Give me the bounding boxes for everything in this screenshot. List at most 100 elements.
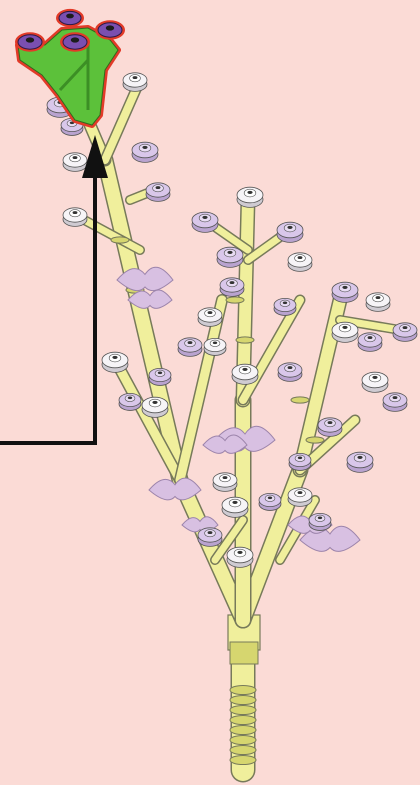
trunk-ridge: [230, 695, 256, 704]
highlight-flower-stud: [106, 25, 114, 30]
flower-30-stud: [328, 421, 333, 424]
flower-5-stud: [156, 186, 161, 189]
flower-27-stud: [152, 401, 157, 404]
flower-26-stud: [128, 396, 132, 399]
branch-ridge: [291, 397, 309, 403]
flower-39: [289, 453, 311, 470]
trunk-ridge: [230, 755, 256, 764]
flower-24: [278, 363, 302, 382]
trunk-connector-base: [230, 642, 258, 664]
flower-12-stud: [230, 281, 235, 284]
flower-17-stud: [188, 341, 193, 344]
trunk-ridge: [230, 685, 256, 694]
flower-37: [259, 493, 281, 510]
flower-37-stud: [268, 496, 272, 499]
flower-34: [288, 488, 312, 507]
flower-33-stud: [232, 501, 237, 504]
flower-28-stud: [372, 376, 377, 379]
highlight-flower-stud: [71, 37, 79, 42]
flower-35: [198, 528, 222, 547]
flower-29: [383, 393, 407, 412]
flower-14: [366, 293, 390, 312]
flower-23: [232, 364, 258, 384]
trunk-ridge: [230, 735, 256, 744]
flower-36: [227, 547, 253, 567]
branch-ridge: [111, 237, 129, 243]
flower-39-stud: [298, 456, 302, 459]
flower-7-stud: [202, 216, 207, 219]
flower-10-stud: [298, 256, 303, 259]
flower-4: [63, 153, 87, 172]
flower-23-stud: [242, 368, 247, 371]
flower-10: [288, 253, 312, 272]
highlight-flower-0: [15, 32, 45, 52]
flower-38-stud: [318, 516, 322, 519]
flower-22: [204, 338, 226, 355]
flower-9-stud: [287, 226, 292, 229]
trunk-ridge: [230, 745, 256, 754]
flower-16: [198, 308, 222, 327]
highlight-flower-1: [56, 9, 84, 27]
flower-15-stud: [283, 301, 287, 304]
flower-27: [142, 397, 168, 417]
flower-25: [149, 368, 171, 385]
flower-16-stud: [208, 311, 213, 314]
trunk-ridge: [230, 705, 256, 714]
branch-ridge: [226, 297, 244, 303]
flower-8-stud: [247, 191, 252, 194]
flower-31-stud: [357, 456, 362, 459]
highlight-flower-stud: [66, 14, 74, 19]
flower-30: [318, 418, 342, 437]
flower-5: [146, 183, 170, 202]
flower-13: [332, 282, 358, 302]
flower-28: [362, 372, 388, 392]
flower-36-stud: [237, 551, 242, 554]
flower-8: [237, 187, 263, 207]
flower-4-stud: [73, 156, 78, 159]
flower-22-stud: [213, 341, 217, 344]
highlight-flower-stud: [26, 37, 34, 42]
flower-6-stud: [73, 211, 78, 214]
flower-11: [217, 247, 243, 267]
flower-24-stud: [288, 366, 293, 369]
branch-ridge: [306, 437, 324, 443]
flower-19-stud: [342, 326, 347, 329]
flower-32: [213, 473, 237, 492]
flower-21: [393, 323, 417, 342]
flower-0: [123, 73, 147, 92]
flower-6: [63, 208, 87, 227]
flower-35-stud: [208, 531, 213, 534]
trunk-ridge: [230, 725, 256, 734]
flower-7: [192, 212, 218, 232]
highlight-flower-2: [95, 20, 125, 40]
flower-9: [277, 222, 303, 242]
flower-12: [220, 278, 244, 297]
flower-19: [332, 322, 358, 342]
highlight-flower-3: [60, 32, 90, 52]
flower-3-stud: [142, 146, 147, 149]
flower-15: [274, 298, 296, 315]
flower-18-stud: [112, 356, 117, 359]
flower-25-stud: [158, 371, 162, 374]
flower-13-stud: [342, 286, 347, 289]
flower-32-stud: [223, 476, 228, 479]
flower-14-stud: [376, 296, 381, 299]
flower-18: [102, 352, 128, 372]
branch-ridge: [236, 337, 254, 343]
flower-0-stud: [133, 76, 138, 79]
flower-34-stud: [298, 491, 303, 494]
flower-20-stud: [368, 336, 373, 339]
flower-11-stud: [227, 251, 232, 254]
flower-3: [132, 142, 158, 162]
flower-29-stud: [393, 396, 398, 399]
flower-33: [222, 497, 248, 517]
flower-20: [358, 333, 382, 352]
flower-31: [347, 452, 373, 472]
flower-38: [309, 513, 331, 530]
trunk-ridge: [230, 715, 256, 724]
flower-17: [178, 338, 202, 357]
flower-21-stud: [403, 326, 408, 329]
